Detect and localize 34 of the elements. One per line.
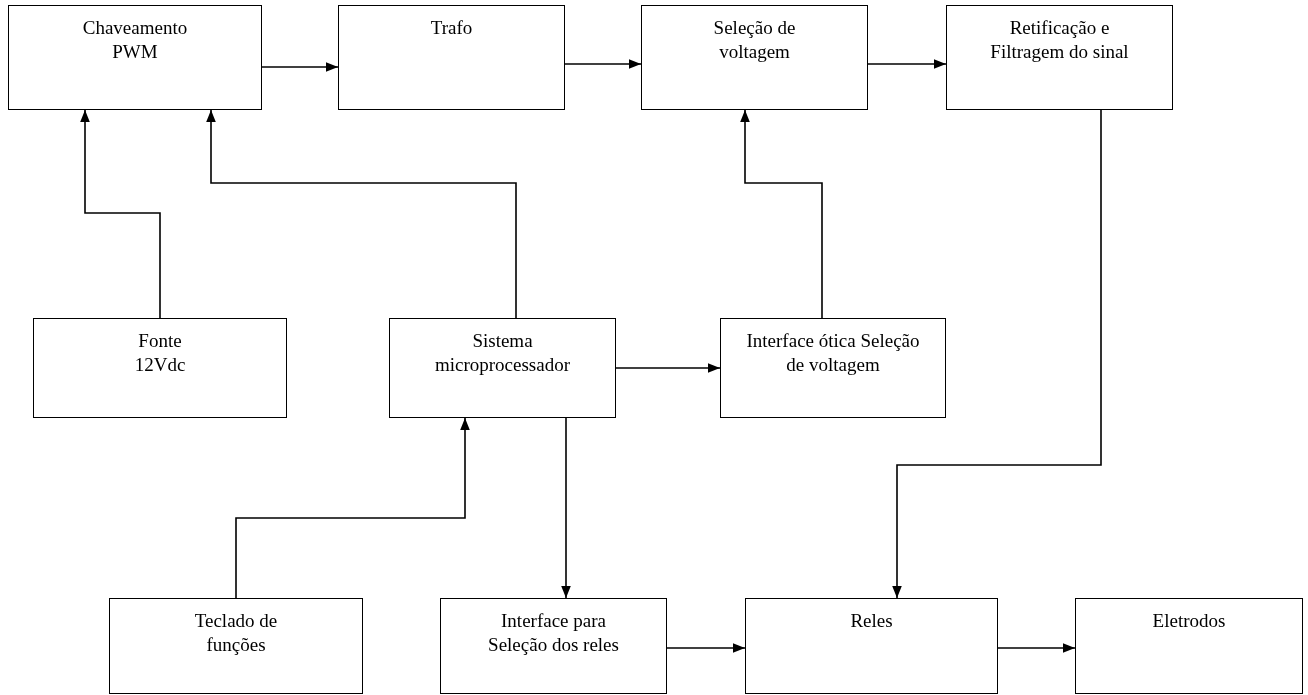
process-box <box>338 5 565 110</box>
box-label: Sistema microprocessador <box>433 329 572 377</box>
arrow <box>740 109 823 319</box>
arrow <box>892 109 1102 599</box>
arrow <box>666 643 746 653</box>
process-box <box>1075 598 1303 694</box>
box-label: Reles <box>849 609 894 633</box>
box-label: Interface ótica Seleção de voltagem <box>745 329 921 377</box>
process-box <box>720 318 946 418</box>
arrow <box>997 643 1076 653</box>
arrow <box>867 59 947 69</box>
process-box <box>440 598 667 694</box>
arrow <box>261 62 339 72</box>
arrow <box>561 417 571 599</box>
process-box <box>109 598 363 694</box>
arrow <box>564 59 642 69</box>
process-box <box>946 5 1173 110</box>
box-label: Chaveamento PWM <box>81 16 189 64</box>
process-box <box>389 318 616 418</box>
arrow <box>235 417 470 599</box>
arrow <box>80 109 161 319</box>
arrow <box>206 109 517 319</box>
box-label: Fonte 12Vdc <box>133 329 187 377</box>
box-label: Teclado de funções <box>193 609 279 657</box>
process-box <box>8 5 262 110</box>
box-label: Retificação e Filtragem do sinal <box>989 16 1130 64</box>
process-box <box>745 598 998 694</box>
process-box <box>33 318 287 418</box>
process-box <box>641 5 868 110</box>
arrow <box>615 363 721 373</box>
box-label: Eletrodos <box>1151 609 1227 633</box>
box-label: Seleção de voltagem <box>712 16 797 64</box>
box-label: Trafo <box>429 16 474 40</box>
box-label: Interface para Seleção dos reles <box>487 609 620 657</box>
